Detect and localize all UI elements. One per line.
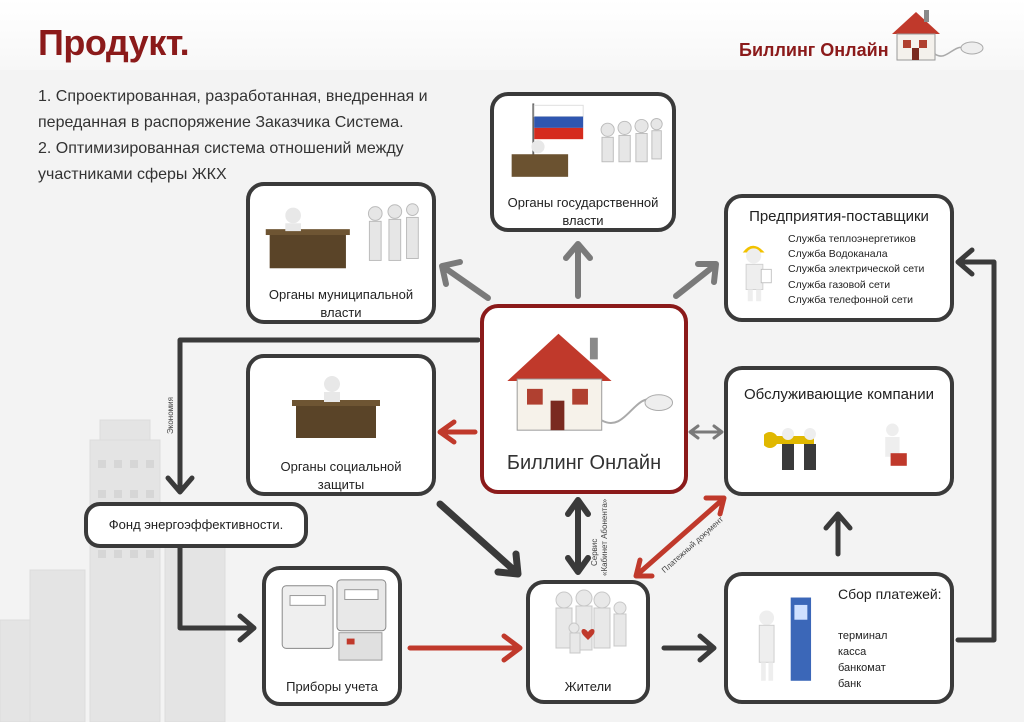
node-suppliers: Предприятия-поставщики Служба теплоэнерг… (724, 194, 954, 322)
meters-label: Приборы учета (286, 679, 378, 694)
fund-label: Фонд энергоэффективности. (108, 517, 284, 532)
brand-name: Биллинг Онлайн (739, 40, 889, 60)
intro-line: переданная в распоряжение Заказчика Сист… (38, 114, 404, 131)
desk-official-icon (292, 376, 380, 438)
supplier-item: Служба теплоэнергетиков (788, 233, 916, 245)
arrow-economy (165, 337, 481, 495)
supplier-item: Служба Водоканала (788, 248, 888, 261)
arrow-to-suppliers (673, 261, 719, 299)
payment-item: банкомат (838, 662, 886, 674)
center-label: Биллинг Онлайн (506, 452, 662, 474)
page-title: Продукт. (38, 22, 190, 63)
residents-label: Жители (564, 679, 612, 694)
node-social: Органы социальной защиты (246, 354, 436, 496)
social-label-line2: защиты (317, 477, 365, 492)
intro-line: 2. Оптимизированная система отношений ме… (38, 140, 404, 157)
arrow-residents-payments (661, 633, 717, 663)
service-title: Обслуживающие компании (744, 386, 934, 403)
economy-label: Экономия (166, 397, 175, 434)
arrow-center-service (688, 424, 724, 440)
arrow-payments-service (823, 511, 853, 557)
gov-label-line2: власти (562, 213, 604, 228)
family-icon (555, 589, 627, 654)
arrow-social-residents (436, 500, 522, 578)
node-energy-fund: Фонд энергоэффективности. (84, 502, 308, 548)
header-band (0, 0, 1024, 70)
node-municipal: Органы муниципальной власти (246, 182, 436, 324)
flag-officials-icon (511, 103, 663, 177)
arrow-fund-meters (177, 537, 257, 643)
repair-worker-icon (885, 423, 907, 466)
suppliers-title: Предприятия-поставщики (749, 208, 929, 225)
terminal-user-icon (758, 597, 812, 681)
payment-item: касса (838, 646, 867, 658)
payments-title: Сбор платежей: (838, 586, 942, 602)
arrow-meters-residents (407, 633, 523, 663)
brand-house-logo (892, 10, 984, 61)
payment-item: банк (838, 678, 862, 690)
service-label: Сервис (590, 538, 599, 566)
municipal-label-line1: Органы муниципальной (268, 287, 414, 302)
hardhat-worker-icon (742, 245, 772, 302)
arrow-center-residents (565, 497, 591, 575)
intro-line: 1. Спроектированная, разработанная, внед… (38, 88, 428, 105)
supplier-item: Служба телефонной сети (788, 293, 914, 306)
background-city-image (0, 419, 226, 722)
service-cabinet-label: «Кабинет Абонента» (600, 498, 609, 576)
supplier-item: Служба газовой сети (788, 278, 891, 291)
arrow-to-gov (563, 241, 593, 299)
payments-list: терминал касса банкомат банк (838, 628, 887, 692)
municipal-label-line2: власти (320, 305, 362, 320)
node-service-companies: Обслуживающие компании (724, 366, 954, 496)
key-handshake-icon (764, 428, 816, 470)
arrow-residents-service (633, 495, 727, 579)
payment-item: терминал (838, 630, 888, 642)
social-label-line1: Органы социальной (280, 459, 402, 474)
desk-officials-icon (265, 203, 419, 269)
node-payments: Сбор платежей: терминал касса банкомат б… (724, 572, 954, 704)
arrow-payments-suppliers (955, 247, 997, 643)
intro-text: 1. Спроектированная, разработанная, внед… (38, 84, 438, 188)
node-meters: Приборы учета (262, 566, 402, 706)
suppliers-list: Служба теплоэнергетиков Служба Водоканал… (788, 232, 924, 308)
house-mouse-icon (507, 333, 674, 431)
supplier-item: Служба электрической сети (788, 263, 925, 276)
node-residents: Жители (526, 580, 650, 704)
node-billing-online: Биллинг Онлайн (480, 304, 688, 494)
node-government: Органы государственной власти (490, 92, 676, 232)
gov-label-line1: Органы государственной (507, 195, 659, 210)
intro-line: участниками сферы ЖКХ (38, 166, 227, 183)
arrow-to-municipal (439, 259, 491, 301)
meters-icon (281, 579, 387, 661)
arrow-to-social (437, 419, 478, 445)
